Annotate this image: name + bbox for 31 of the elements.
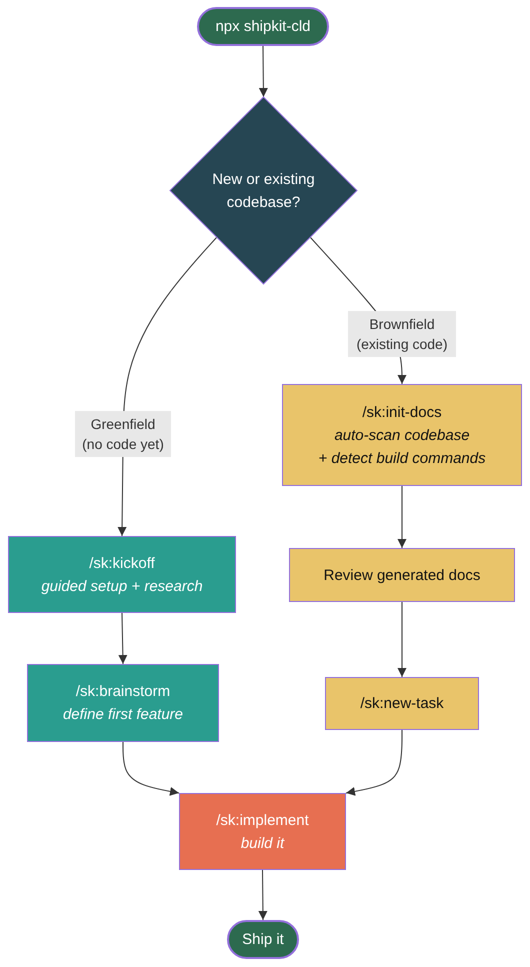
process-box: [282, 384, 522, 486]
arrow: [258, 870, 268, 920]
terminal-pill: [197, 7, 329, 46]
node-label: npx shipkit-cld: [215, 17, 311, 37]
process-box: [325, 677, 479, 730]
command-name: /sk:implement: [216, 810, 309, 830]
process-box: [8, 536, 236, 613]
node-label: New or existing codebase?: [211, 170, 316, 212]
process-box: [179, 793, 346, 870]
process-box: [27, 664, 219, 742]
edge-label: Greenfield (no code yet): [75, 411, 171, 457]
step-description: build it: [240, 834, 284, 854]
node-label: Review generated docs: [324, 566, 480, 586]
arrow: [398, 486, 406, 548]
arrow: [258, 46, 268, 98]
decision-diamond: [170, 97, 357, 284]
node-label: Ship it: [242, 930, 284, 950]
arrow: [118, 612, 128, 664]
terminal-pill: [227, 920, 299, 959]
arrow: [346, 730, 402, 796]
command-name: /sk:brainstorm: [76, 682, 170, 702]
process-box: [289, 548, 515, 602]
arrow: [398, 602, 406, 678]
step-description: auto-scan codebase + detect build commands: [317, 426, 487, 468]
arrow: [122, 742, 180, 796]
command-name: /sk:kickoff: [89, 554, 155, 574]
node-label: /sk:new-task: [360, 694, 444, 714]
command-name: /sk:init-docs: [362, 402, 442, 422]
edge-label: Brownfield (existing code): [348, 311, 456, 357]
step-description: guided setup + research: [41, 576, 203, 596]
step-description: define first feature: [62, 705, 184, 725]
